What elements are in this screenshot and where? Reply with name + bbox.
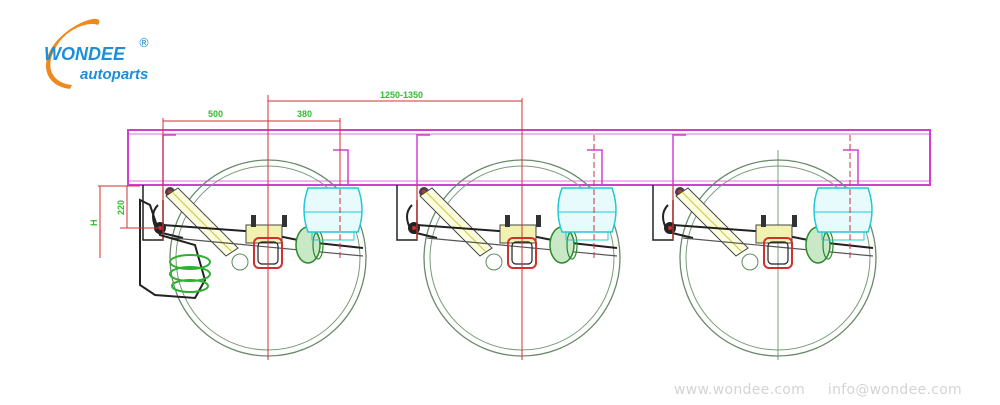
dim-500: 500 <box>208 109 223 119</box>
dimension-lines <box>98 95 523 360</box>
footer-contact: www.wondee.com info@wondee.com <box>656 382 962 398</box>
axle-1 <box>142 134 367 361</box>
logo-brand: WONDEE <box>44 44 125 64</box>
email-link[interactable]: info@wondee.com <box>827 382 962 398</box>
leveling-spring <box>169 254 211 293</box>
dim-h: H <box>89 220 99 227</box>
logo-sub: autoparts <box>80 66 149 83</box>
dim-220: 220 <box>116 200 126 215</box>
axle-3 <box>652 134 877 361</box>
frame-rail <box>127 129 931 186</box>
dim-380: 380 <box>297 109 312 119</box>
website-link[interactable]: www.wondee.com <box>674 382 806 398</box>
front-bracket <box>139 198 207 300</box>
dim-axle-spacing: 1250-1350 <box>380 90 423 100</box>
logo-registered: ® <box>138 36 150 50</box>
axle-2 <box>396 134 621 361</box>
